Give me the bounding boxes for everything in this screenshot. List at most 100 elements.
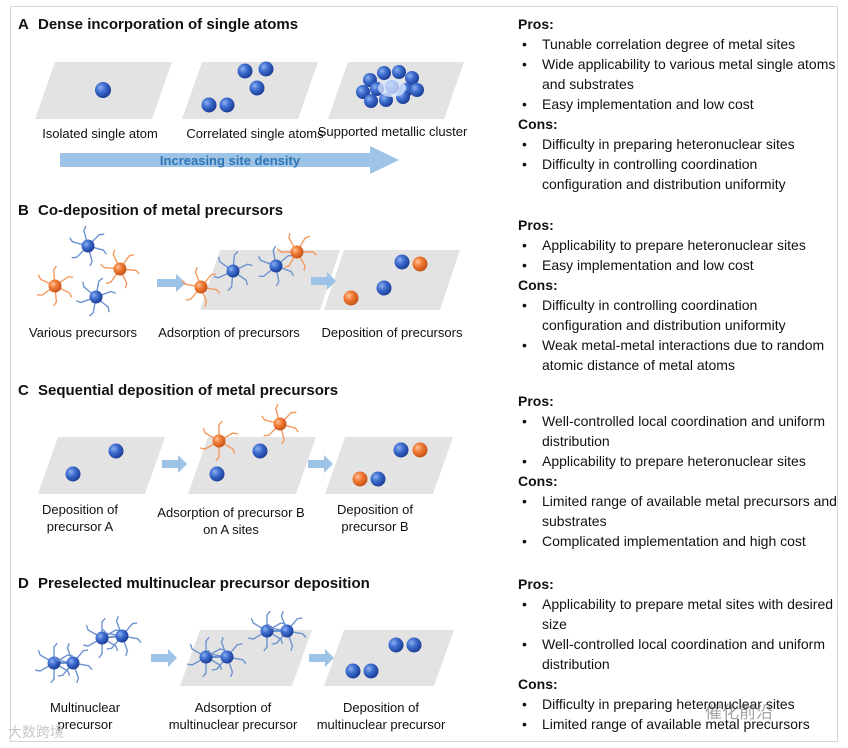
list-item: Difficulty in controlling coordination c… — [518, 295, 838, 335]
substrate — [38, 437, 165, 494]
caption-adsorption-multinuclear: Adsorption of multinuclear precursor — [168, 700, 298, 732]
watermark-left: 大数跨境 — [8, 724, 64, 740]
blue-atom — [249, 80, 265, 96]
blue-atom — [370, 471, 386, 487]
blue-atom — [237, 63, 253, 79]
process-arrow — [151, 649, 177, 667]
caption-isolated: Isolated single atom — [42, 126, 158, 141]
process-arrow — [311, 272, 336, 290]
list-item: Well-controlled local coordination and u… — [518, 634, 838, 674]
caption-deposition-a: Deposition of precursor A — [42, 502, 118, 534]
blue-atom — [219, 97, 235, 113]
process-arrow — [308, 455, 333, 473]
blue-atom — [345, 663, 361, 679]
blue-precursor — [257, 245, 295, 287]
cons-list: Difficulty in preparing heteronuclear si… — [518, 134, 838, 194]
cons-list: Difficulty in preparing heteronuclear si… — [518, 694, 838, 734]
pros-heading: Pros: — [518, 217, 554, 233]
blue-precursor — [207, 637, 247, 677]
pros-list: Applicability to prepare metal sites wit… — [518, 594, 838, 674]
substrate — [324, 630, 454, 686]
blue-atom — [65, 466, 81, 482]
multinuclear-precursor — [83, 616, 142, 659]
blue-atom — [376, 280, 392, 296]
caption-multinuclear: Multinuclear precursor — [49, 700, 121, 732]
increasing-density-arrow — [60, 146, 399, 174]
substrate — [188, 437, 316, 494]
list-item: Difficulty in preparing heteronuclear si… — [518, 694, 838, 714]
list-item: Weak metal-metal interactions due to ran… — [518, 335, 838, 375]
orange-atom — [412, 442, 428, 458]
list-item: Applicability to prepare heteronuclear s… — [518, 451, 838, 471]
caption-deposition: Deposition of precursors — [321, 325, 463, 340]
caption-various-precursors: Various precursors — [28, 325, 138, 340]
pros-heading: Pros: — [518, 16, 554, 32]
section-b-pros-cons: Pros: Applicability to prepare heteronuc… — [518, 215, 838, 375]
multinuclear-precursor — [187, 636, 247, 678]
caption-adsorption-b: Adsorption of precursor B on A sites — [157, 505, 305, 537]
pros-heading: Pros: — [518, 576, 554, 592]
orange-precursor — [181, 267, 221, 307]
multinuclear-precursor — [248, 610, 307, 652]
process-arrow — [309, 649, 334, 667]
orange-precursor — [36, 265, 74, 307]
blue-atom — [209, 466, 225, 482]
watermark-right: 催化前沿 — [705, 703, 773, 722]
list-item: Difficulty in preparing heteronuclear si… — [518, 134, 838, 154]
blue-precursor — [213, 251, 253, 291]
blue-precursor — [267, 611, 307, 651]
arrow-label: Increasing site density — [159, 153, 301, 168]
pros-list: Tunable correlation degree of metal site… — [518, 34, 838, 114]
blue-precursor — [53, 643, 93, 683]
list-item: Easy implementation and low cost — [518, 255, 838, 275]
blue-atom — [406, 637, 422, 653]
cons-heading: Cons: — [518, 676, 558, 692]
orange-atom — [352, 471, 368, 487]
blue-atom — [201, 97, 217, 113]
list-item: Easy implementation and low cost — [518, 94, 838, 114]
cons-heading: Cons: — [518, 277, 558, 293]
caption-deposition-b: Deposition of precursor B — [337, 502, 413, 534]
blue-atom — [108, 443, 124, 459]
list-item: Well-controlled local coordination and u… — [518, 411, 838, 451]
blue-precursor — [187, 636, 225, 678]
substrate — [325, 437, 453, 494]
process-arrow — [162, 455, 187, 473]
blue-atom — [258, 61, 274, 77]
list-item: Limited range of available metal precurs… — [518, 491, 838, 531]
blue-precursor — [83, 617, 121, 659]
orange-atom — [343, 290, 359, 306]
caption-cluster: Supported metallic cluster — [317, 124, 468, 139]
metal-cluster — [356, 65, 424, 108]
substrate — [180, 630, 312, 686]
cons-heading: Cons: — [518, 473, 558, 489]
blue-atom — [394, 254, 410, 270]
blue-atom — [388, 637, 404, 653]
orange-precursor — [276, 233, 318, 271]
section-a-pros-cons: Pros: Tunable correlation degree of meta… — [518, 14, 838, 194]
list-item: Tunable correlation degree of metal site… — [518, 34, 838, 54]
section-d-diagram — [35, 610, 454, 686]
section-c-diagram — [38, 403, 453, 494]
blue-precursor — [76, 277, 116, 317]
list-item: Complicated implementation and high cost — [518, 531, 838, 551]
blue-atom — [252, 443, 268, 459]
pros-list: Applicability to prepare heteronuclear s… — [518, 235, 838, 275]
section-b-diagram — [36, 225, 460, 317]
cons-list: Limited range of available metal precurs… — [518, 491, 838, 551]
blue-precursor — [102, 616, 142, 656]
cons-heading: Cons: — [518, 116, 558, 132]
section-a-diagram — [35, 61, 464, 174]
list-item: Wide applicability to various metal sing… — [518, 54, 838, 94]
process-arrow — [157, 274, 186, 292]
list-item: Difficulty in controlling coordination c… — [518, 154, 838, 194]
orange-precursor — [261, 403, 299, 445]
blue-atom — [393, 442, 409, 458]
blue-atom — [95, 82, 111, 98]
pros-list: Well-controlled local coordination and u… — [518, 411, 838, 471]
blue-atom — [363, 663, 379, 679]
list-item: Applicability to prepare metal sites wit… — [518, 594, 838, 634]
